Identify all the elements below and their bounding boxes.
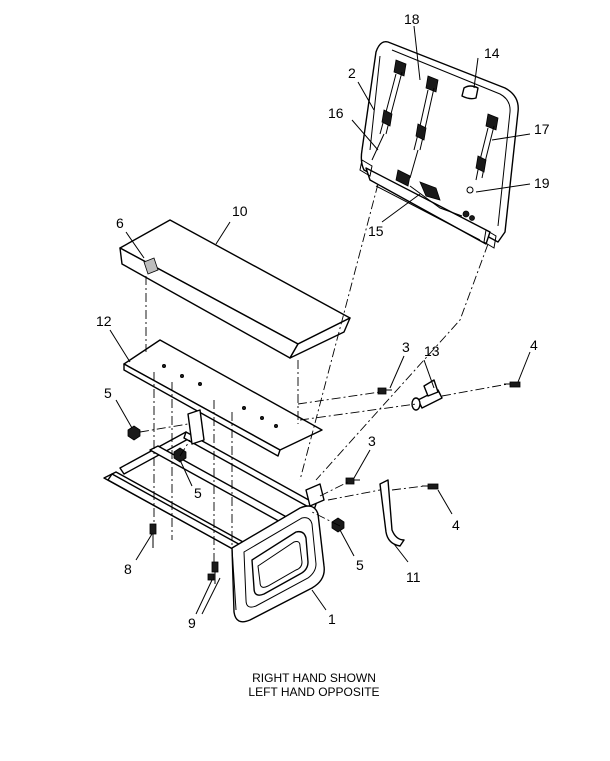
cushion-side: [289, 317, 351, 359]
callout-16: 16: [328, 105, 344, 121]
callout-14: 14: [484, 45, 500, 61]
callout-4-lower: 4: [452, 517, 460, 533]
callout-10: 10: [232, 203, 248, 219]
buckle-assembly: [395, 169, 475, 221]
seat-cushion: [119, 219, 351, 359]
bolt-lower: [345, 477, 360, 485]
mounting-strap: [379, 479, 405, 547]
callout-3-lower: 3: [368, 433, 376, 449]
screw: [149, 523, 157, 548]
shoulder-belt-left: [371, 59, 407, 161]
callout-18: 18: [404, 11, 420, 27]
callout-4-upper: 4: [530, 337, 538, 353]
callout-9: 9: [188, 615, 196, 631]
callout-11: 11: [406, 569, 421, 585]
callout-8: 8: [124, 561, 132, 577]
seat-pan-holes: [161, 363, 278, 428]
callout-2: 2: [348, 65, 356, 81]
alignment-lines: [139, 183, 509, 562]
seat-pan: [123, 339, 323, 457]
callout-3-upper: 3: [402, 339, 410, 355]
shoulder-belt-center: [409, 75, 439, 179]
caption-line-2: LEFT HAND OPPOSITE: [248, 685, 379, 699]
cushion-tag: [143, 257, 159, 275]
end-panel: [231, 505, 325, 623]
callout-numbers: 1 2 3 3 4 4 5 5 5 6 8 9 10 11 12 13 14 1…: [96, 11, 550, 631]
warning-label: [461, 85, 479, 100]
pin-lower: [422, 483, 439, 490]
fastener-pair: [207, 561, 219, 584]
callout-19: 19: [534, 175, 550, 191]
callout-15: 15: [368, 223, 384, 239]
callout-5-center: 5: [194, 485, 202, 501]
seat-pan-edge: [123, 363, 281, 457]
seat-back-cushion-edge: [369, 55, 381, 151]
callout-1: 1: [328, 611, 336, 627]
end-panel-window: [251, 530, 309, 596]
callout-5-left: 5: [104, 385, 112, 401]
callout-12: 12: [96, 313, 112, 329]
seat-back-inner-edge: [391, 49, 511, 227]
callout-6: 6: [116, 215, 124, 231]
seat-back-assembly: [359, 41, 519, 249]
callout-5-right: 5: [356, 557, 364, 573]
callout-13: 13: [424, 343, 440, 359]
callout-17: 17: [534, 121, 550, 137]
pin-upper: [504, 381, 521, 388]
leader-lines: [109, 25, 531, 615]
shoulder-belt-right: [475, 113, 499, 181]
nut-left: [127, 425, 141, 441]
latch-assembly: [411, 379, 443, 411]
caption-line-1: RIGHT HAND SHOWN: [252, 671, 376, 685]
bolt-upper: [377, 387, 392, 395]
